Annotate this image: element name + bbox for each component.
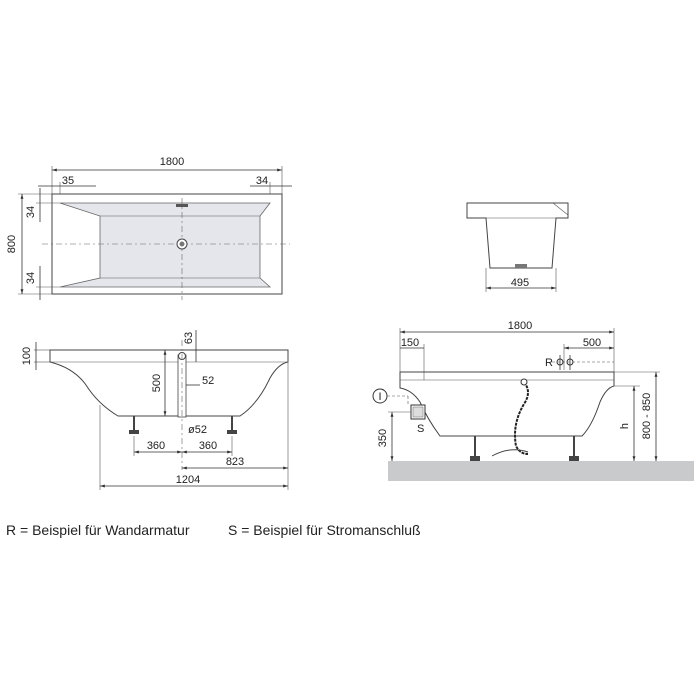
- dim-side-drain-offset: 52: [202, 375, 214, 387]
- install-view: S I 350 1800 150 500 R: [372, 320, 694, 481]
- tub-outline-install: [399, 371, 615, 437]
- dim-install-left-offset: 150: [401, 337, 419, 349]
- dim-top-width: 800: [6, 235, 18, 253]
- leg-left: [129, 416, 139, 434]
- dim-side-drain-diameter: ø52: [188, 424, 207, 436]
- tub-basin-top: [59, 202, 272, 288]
- dim-top-right-rim: 34: [256, 175, 268, 187]
- dim-top-left-rim: 35: [62, 175, 74, 187]
- dim-side-half-length: 823: [226, 456, 244, 468]
- end-view: 495: [466, 202, 569, 292]
- label-S: S: [417, 423, 424, 435]
- dim-install-tap-offset: 500: [583, 337, 601, 349]
- dim-top-top-rim: 34: [25, 206, 37, 218]
- dim-side-drain-width: 63: [183, 332, 195, 344]
- dim-top-length: 1800: [160, 156, 184, 168]
- dim-side-rim: 100: [21, 347, 33, 365]
- label-I: I: [378, 391, 381, 403]
- dim-side-leg-right: 360: [199, 440, 217, 452]
- dim-side-leg-span: 1204: [176, 474, 200, 486]
- overflow-icon: [176, 204, 188, 207]
- dim-install-h: h: [619, 423, 631, 429]
- drain-hose: [514, 381, 529, 455]
- dim-install-length: 1800: [508, 320, 532, 332]
- leg-right: [227, 416, 237, 434]
- top-view: 1800 35 34 800 34 34: [6, 156, 292, 300]
- label-R: R: [545, 357, 553, 369]
- dim-side-leg-left: 360: [147, 440, 165, 452]
- dim-install-height-range: 800 - 850: [641, 393, 653, 439]
- legend-r: R = Beispiel für Wandarmatur: [6, 522, 190, 538]
- dim-install-socket-height: 350: [377, 429, 389, 447]
- dim-end-width: 495: [511, 277, 529, 289]
- install-leg-right: [569, 436, 579, 461]
- dim-top-bottom-rim: 34: [25, 272, 37, 284]
- dim-side-drain-depth: 500: [151, 374, 163, 392]
- tub-outline-end: [466, 202, 569, 269]
- tub-outline-side: [49, 349, 289, 417]
- legend-s: S = Beispiel für Stromanschluß: [228, 522, 421, 538]
- side-view: 100 63 500 52 ø52 360 360 823 1204: [21, 330, 289, 490]
- install-leg-left: [470, 436, 480, 461]
- floor: [388, 461, 694, 481]
- wall-tap-icon: [556, 355, 574, 370]
